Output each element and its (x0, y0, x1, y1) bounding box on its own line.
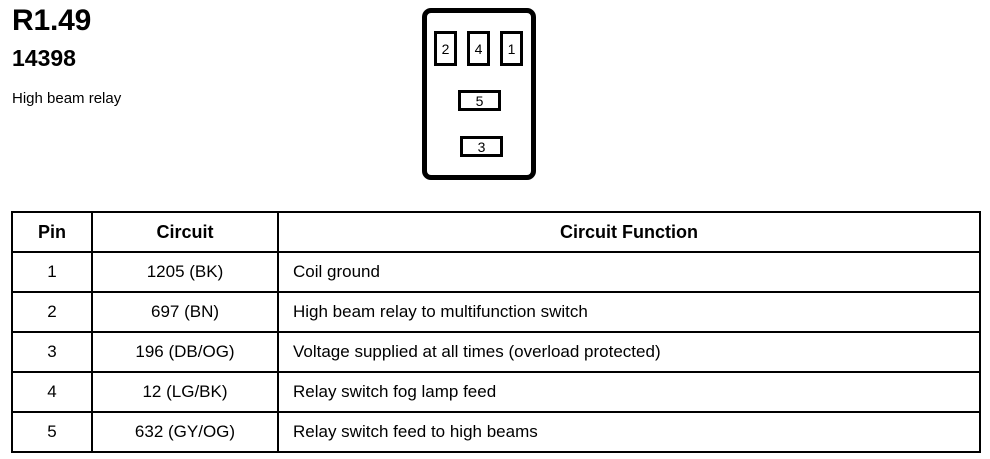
pin-assignment-table: Pin Circuit Circuit Function 1 1205 (BK)… (11, 211, 981, 453)
connector-diagram: 2 4 1 5 3 (422, 8, 536, 180)
cell-pin: 2 (11, 291, 93, 333)
pin-terminal-4-label: 4 (474, 40, 483, 57)
table-row: 5 632 (GY/OG) Relay switch feed to high … (11, 411, 981, 453)
relay-description: High beam relay (12, 90, 122, 107)
pin-terminal-3: 3 (460, 136, 503, 157)
cell-function: Voltage supplied at all times (overload … (277, 331, 981, 373)
table-row: 2 697 (BN) High beam relay to multifunct… (11, 291, 981, 333)
table-row: 1 1205 (BK) Coil ground (11, 251, 981, 293)
table-row: 4 12 (LG/BK) Relay switch fog lamp feed (11, 371, 981, 413)
pin-terminal-2: 2 (434, 31, 457, 66)
cell-circuit: 632 (GY/OG) (91, 411, 279, 453)
cell-circuit: 196 (DB/OG) (91, 331, 279, 373)
pin-terminal-5-label: 5 (475, 92, 484, 109)
relay-identification-block: R1.49 14398 High beam relay (12, 4, 392, 109)
pin-terminal-5: 5 (458, 90, 501, 111)
relay-code: R1.49 (12, 4, 92, 37)
cell-function: Relay switch feed to high beams (277, 411, 981, 453)
cell-function: High beam relay to multifunction switch (277, 291, 981, 333)
pin-terminal-4: 4 (467, 31, 490, 66)
part-number: 14398 (12, 45, 76, 71)
pin-terminal-3-label: 3 (477, 138, 486, 155)
pin-terminal-1: 1 (500, 31, 523, 66)
cell-function: Coil ground (277, 251, 981, 293)
cell-circuit: 1205 (BK) (91, 251, 279, 293)
cell-circuit: 697 (BN) (91, 291, 279, 333)
cell-pin: 5 (11, 411, 93, 453)
table-row: 3 196 (DB/OG) Voltage supplied at all ti… (11, 331, 981, 373)
column-header-function: Circuit Function (277, 211, 981, 253)
cell-pin: 3 (11, 331, 93, 373)
column-header-circuit: Circuit (91, 211, 279, 253)
column-header-pin: Pin (11, 211, 93, 253)
pin-terminal-2-label: 2 (441, 40, 450, 57)
cell-pin: 1 (11, 251, 93, 293)
table-header-row: Pin Circuit Circuit Function (11, 211, 981, 253)
cell-function: Relay switch fog lamp feed (277, 371, 981, 413)
pin-terminal-1-label: 1 (507, 40, 516, 57)
cell-circuit: 12 (LG/BK) (91, 371, 279, 413)
cell-pin: 4 (11, 371, 93, 413)
